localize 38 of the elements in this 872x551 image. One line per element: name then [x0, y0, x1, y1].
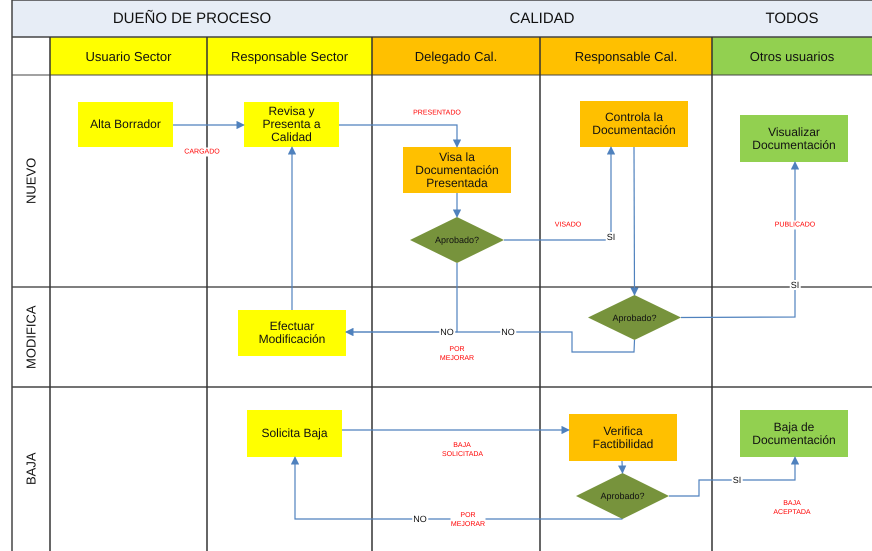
arrow [630, 147, 639, 296]
arrow [452, 193, 462, 218]
process-box: Solicita Baja [247, 410, 342, 457]
decision-diamond: Aprobado? [410, 217, 504, 263]
process-box: Visa la Documentación Presentada [403, 147, 511, 193]
lane-header: Usuario Sector [50, 37, 207, 75]
group-header: DUEÑO DE PROCESO [12, 0, 372, 37]
arrow [681, 161, 800, 318]
arrow [342, 426, 570, 434]
arrow [669, 456, 800, 497]
process-box: Controla la Documentación [580, 101, 688, 147]
edge-label: NO [439, 327, 455, 337]
group-header: CALIDAD [372, 0, 712, 37]
decision-diamond: Aprobado? [576, 473, 669, 519]
edge-label: NO [500, 327, 516, 337]
edge-label: SI [790, 280, 800, 290]
edge-label: SI [606, 232, 616, 242]
arrow [345, 328, 636, 353]
decision-diamond: Aprobado? [588, 295, 681, 340]
lane-header: Otros usuarios [712, 37, 872, 75]
arrow [173, 120, 245, 130]
process-box: Verifica Factibilidad [569, 414, 677, 461]
arrow [618, 460, 626, 474]
lane-header: Responsable Cal. [540, 37, 712, 75]
arrow [288, 146, 296, 310]
group-header: TODOS [712, 0, 872, 37]
process-box: Baja de Documentación [740, 410, 848, 457]
process-box: Alta Borrador [78, 102, 173, 147]
arrow [339, 124, 462, 148]
lane-header: Delegado Cal. [372, 37, 540, 75]
edge-label: NO [412, 514, 428, 524]
edge-label: SI [732, 475, 742, 485]
lane-header: Responsable Sector [207, 37, 372, 75]
arrow [504, 146, 616, 241]
process-box: Efectuar Modificación [238, 310, 346, 356]
arrow [290, 456, 623, 520]
process-box: Visualizar Documentación [740, 115, 848, 162]
process-box: Revisa y Presenta a Calidad [244, 102, 339, 147]
